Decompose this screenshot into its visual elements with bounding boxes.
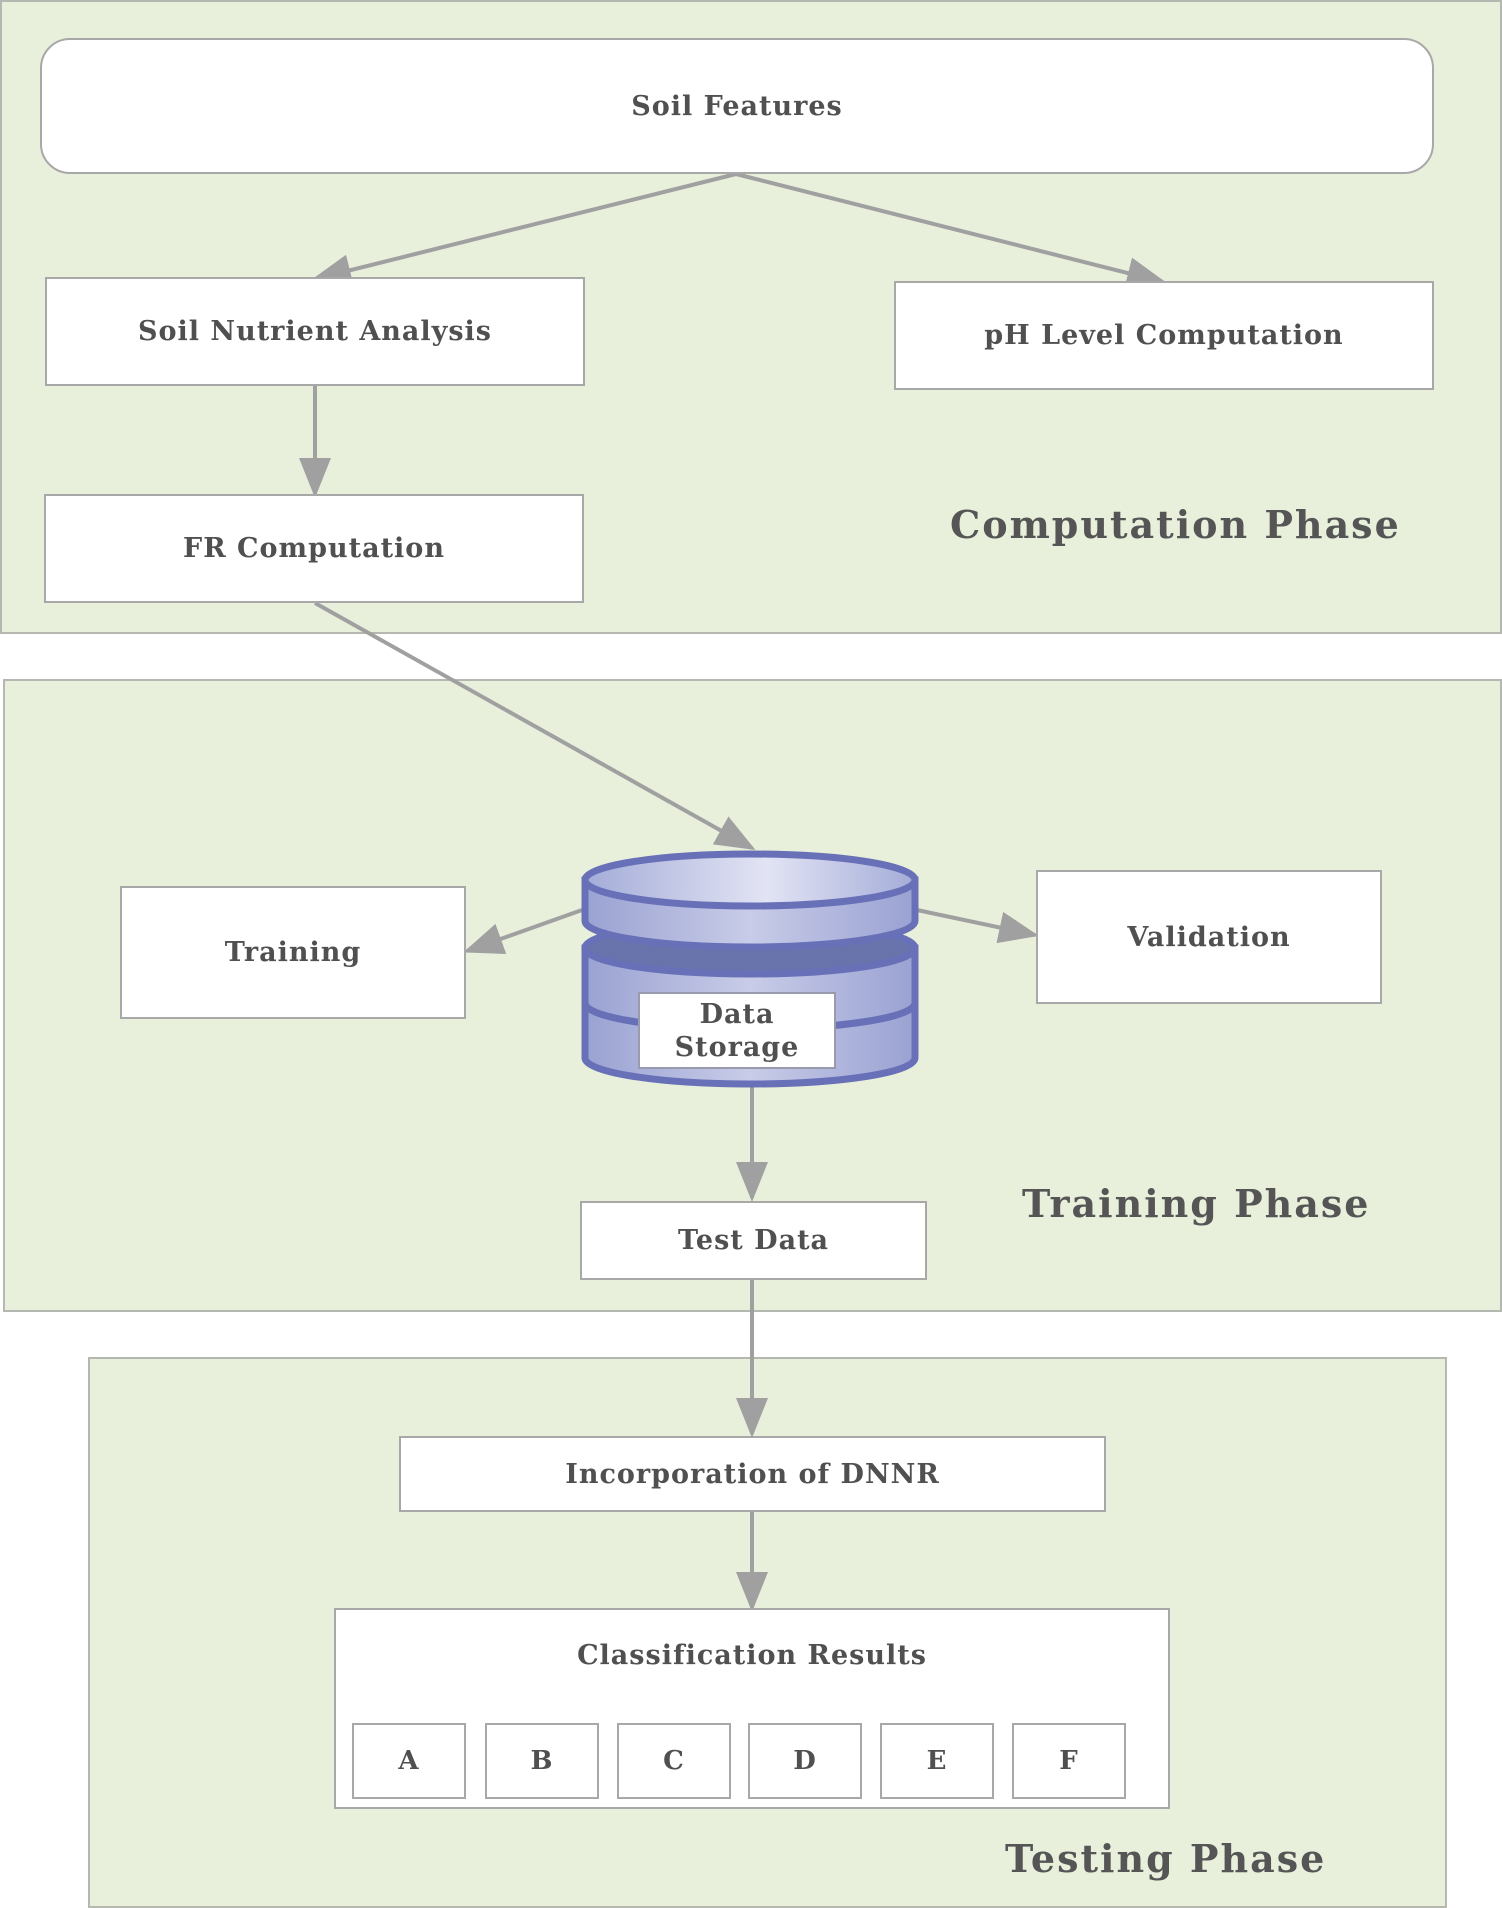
class-d-box: D [748,1723,862,1799]
class-f-box: F [1012,1723,1126,1799]
class-a-label: A [398,1746,420,1776]
training-label: Training [224,937,362,968]
class-c-label: C [663,1746,685,1776]
arrow-storage-to-training [463,908,583,954]
validation-node: Validation [1036,870,1382,1004]
arrow-features-to-ph [735,172,1167,289]
soil-features-node: Soil Features [40,38,1434,174]
training-node: Training [120,886,466,1019]
class-e-box: E [880,1723,994,1799]
incorporation-dnnr-label: Incorporation of DNNR [565,1458,940,1490]
class-e-label: E [926,1746,948,1776]
incorporation-dnnr-node: Incorporation of DNNR [399,1436,1106,1512]
class-b-box: B [485,1723,599,1799]
data-storage-label-line2: Storage [674,1031,800,1063]
class-a-box: A [352,1723,466,1799]
test-data-label: Test Data [677,1225,830,1256]
arrow-fr-to-storage [314,601,756,850]
classification-results-label: Classification Results [577,1640,927,1671]
fr-computation-label: FR Computation [183,533,445,564]
class-b-label: B [530,1746,554,1776]
arrow-features-to-nutrient [311,172,737,286]
arrow-storage-to-validation [916,908,1039,944]
class-d-label: D [793,1746,817,1776]
ph-level-computation-node: pH Level Computation [894,281,1434,390]
testing-phase-label: Testing Phase [1005,1836,1327,1881]
training-phase-label: Training Phase [1022,1181,1371,1226]
computation-phase-label: Computation Phase [950,502,1401,547]
validation-label: Validation [1127,921,1291,953]
class-f-label: F [1059,1746,1079,1776]
soil-nutrient-analysis-label: Soil Nutrient Analysis [137,316,493,347]
data-storage-label-line1: Data [699,998,775,1030]
soil-nutrient-analysis-node: Soil Nutrient Analysis [45,277,585,386]
ph-level-computation-label: pH Level Computation [984,320,1344,351]
test-data-node: Test Data [580,1201,927,1280]
soil-features-label: Soil Features [631,90,843,122]
class-c-box: C [617,1723,731,1799]
data-storage-label: Data Storage [638,992,836,1069]
fr-computation-node: FR Computation [44,494,584,603]
